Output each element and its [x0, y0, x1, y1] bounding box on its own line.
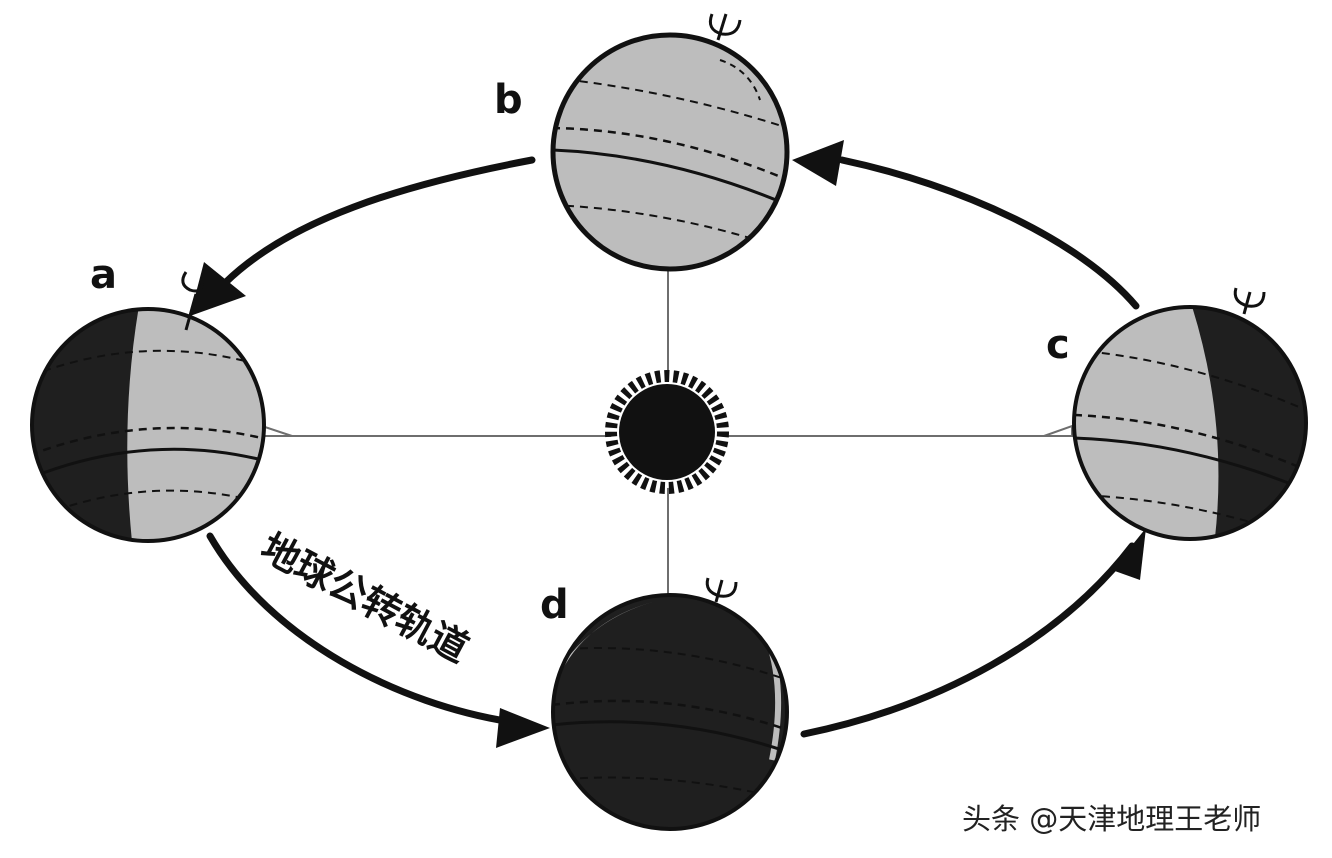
orbit-arrowheads — [190, 140, 1146, 748]
orbit-arc-a-to-d — [206, 532, 516, 726]
orbit-path — [206, 156, 1140, 738]
right-angle-mark-c — [1043, 424, 1073, 437]
rotation-arrow-icon-c — [1233, 287, 1266, 308]
arrowhead-to-c — [1112, 528, 1146, 580]
label-a: a — [90, 252, 117, 298]
sun — [605, 370, 729, 494]
watermark: 头条 @天津地理王老师 — [962, 802, 1262, 836]
arrowhead-to-a — [190, 262, 246, 316]
label-d: d — [540, 582, 569, 628]
rotation-arrow-icon-b — [708, 13, 742, 36]
rotation-arrow-icon-d — [705, 577, 738, 598]
arrowhead-to-d — [496, 708, 550, 748]
earth-c — [1072, 287, 1308, 541]
right-angle-mark-a — [261, 424, 293, 437]
orbit-arc-c-to-b — [838, 156, 1140, 310]
orbit-arc-d-to-c — [800, 542, 1136, 738]
arrowhead-to-b — [792, 140, 844, 186]
earth-b — [550, 13, 790, 272]
sun-disk — [619, 384, 715, 480]
rotation-arrow-icon-a — [181, 271, 204, 293]
label-c: c — [1046, 322, 1070, 368]
label-b: b — [494, 77, 523, 123]
earth-a — [30, 271, 266, 543]
orbit-label: 地球公转轨道 — [254, 525, 476, 671]
earth-d — [551, 577, 789, 831]
orbit-arc-b-to-a — [222, 156, 536, 286]
